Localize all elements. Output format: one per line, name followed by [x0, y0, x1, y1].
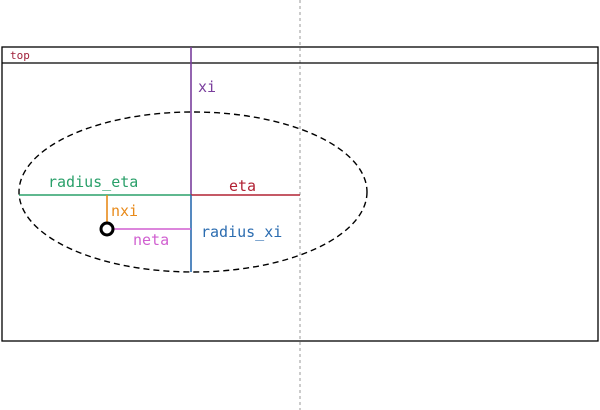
xi-label: xi — [198, 78, 216, 96]
frame-outline — [1, 46, 599, 342]
nxi-label: nxi — [111, 202, 138, 220]
radius-eta-label: radius_eta — [48, 173, 138, 191]
circle-marker-icon — [99, 221, 115, 237]
frame-title: top — [10, 49, 30, 62]
neta-label: neta — [133, 231, 169, 249]
radius-xi-label: radius_xi — [201, 223, 282, 241]
ellipse-outline — [18, 111, 368, 273]
eta-label: eta — [229, 177, 256, 195]
